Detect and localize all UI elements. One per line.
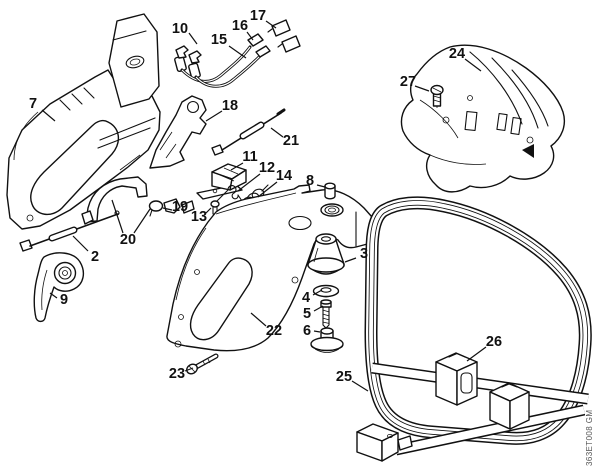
part-26-clamp-right <box>489 382 530 430</box>
part-15-wiring-harness <box>174 45 262 88</box>
part-19-pin <box>148 200 164 217</box>
leader-line-4 <box>312 289 323 296</box>
leader-line-13 <box>205 207 212 214</box>
leader-line-22 <box>250 312 267 327</box>
leader-line-9 <box>49 292 58 299</box>
leader-line-12 <box>237 173 261 192</box>
part-number-3: 3 <box>360 246 368 262</box>
part-27-screw <box>430 84 444 108</box>
leader-line-20 <box>133 208 151 234</box>
leader-line-10 <box>188 32 198 45</box>
leader-line-26 <box>466 346 487 362</box>
figure-code: 363ET008 GM <box>585 410 594 466</box>
part-26-clamp <box>435 352 478 406</box>
part-number-14: 14 <box>276 168 292 184</box>
part-number-24: 24 <box>449 46 465 62</box>
part-number-6: 6 <box>303 323 311 339</box>
part-number-23: 23 <box>169 366 185 382</box>
part-number-15: 15 <box>211 32 227 48</box>
part-number-26: 26 <box>486 334 502 350</box>
part-23-screw <box>186 353 219 375</box>
part-number-25: 25 <box>336 369 352 385</box>
leader-line-14 <box>257 181 278 198</box>
part-4-washer <box>312 284 340 298</box>
leader-line-3 <box>344 257 357 263</box>
part-17-connectors <box>267 19 301 53</box>
part-number-27: 27 <box>400 74 416 90</box>
part-number-12: 12 <box>259 160 275 176</box>
part-number-17: 17 <box>250 8 266 24</box>
part-number-18: 18 <box>222 98 238 114</box>
part-3-buffer <box>307 233 345 275</box>
part-6-grommet <box>310 327 344 353</box>
part-number-2: 2 <box>91 249 99 265</box>
part-number-11: 11 <box>242 149 257 165</box>
part-25-handlebar <box>371 203 588 456</box>
part-18-lever-bracket <box>149 95 207 169</box>
handlebar-foot <box>356 423 413 462</box>
leader-line-20 <box>111 199 124 234</box>
leader-line-11 <box>230 162 244 171</box>
leader-line-8 <box>316 184 326 188</box>
leader-line-16 <box>246 31 254 41</box>
part-9-lever <box>33 252 85 323</box>
part-number-10: 10 <box>172 21 188 37</box>
leader-lines <box>41 20 487 392</box>
part-number-16: 16 <box>232 18 248 34</box>
leader-line-18 <box>205 110 223 122</box>
leader-line-24 <box>464 58 482 72</box>
part-11-trigger <box>196 163 247 200</box>
leader-line-21 <box>270 127 284 138</box>
part-7-rear-handle-housing <box>6 13 161 230</box>
part-21-throttle-cable <box>211 108 286 156</box>
part-8-plug <box>324 182 336 200</box>
leader-line-5 <box>313 305 324 312</box>
part-22-handle-housing-half <box>166 184 376 352</box>
leader-line-25 <box>351 380 369 392</box>
part-number-22: 22 <box>266 323 282 339</box>
leader-line-23 <box>184 367 194 372</box>
leader-line-7 <box>41 109 56 122</box>
part-number-9: 9 <box>60 292 68 308</box>
part-number-4: 4 <box>302 290 310 306</box>
leader-line-27 <box>414 85 430 92</box>
leader-line-17 <box>265 20 277 29</box>
part-number-5: 5 <box>303 306 311 322</box>
leader-line-15 <box>228 45 247 59</box>
part-number-21: 21 <box>283 133 299 149</box>
part-number-8: 8 <box>306 173 314 189</box>
part-number-7: 7 <box>29 96 37 112</box>
leader-line-6 <box>313 330 321 333</box>
part-5-screw <box>320 299 332 329</box>
leader-line-2 <box>72 235 89 252</box>
part-16-connectors <box>247 33 271 58</box>
part-number-20: 20 <box>120 232 136 248</box>
leader-line-19 <box>162 207 173 211</box>
part-number-19: 19 <box>172 199 188 215</box>
part-2-cable <box>19 210 120 252</box>
part-24-cover <box>400 44 566 193</box>
part-10-clips <box>175 45 202 64</box>
part-number-13: 13 <box>191 209 207 225</box>
